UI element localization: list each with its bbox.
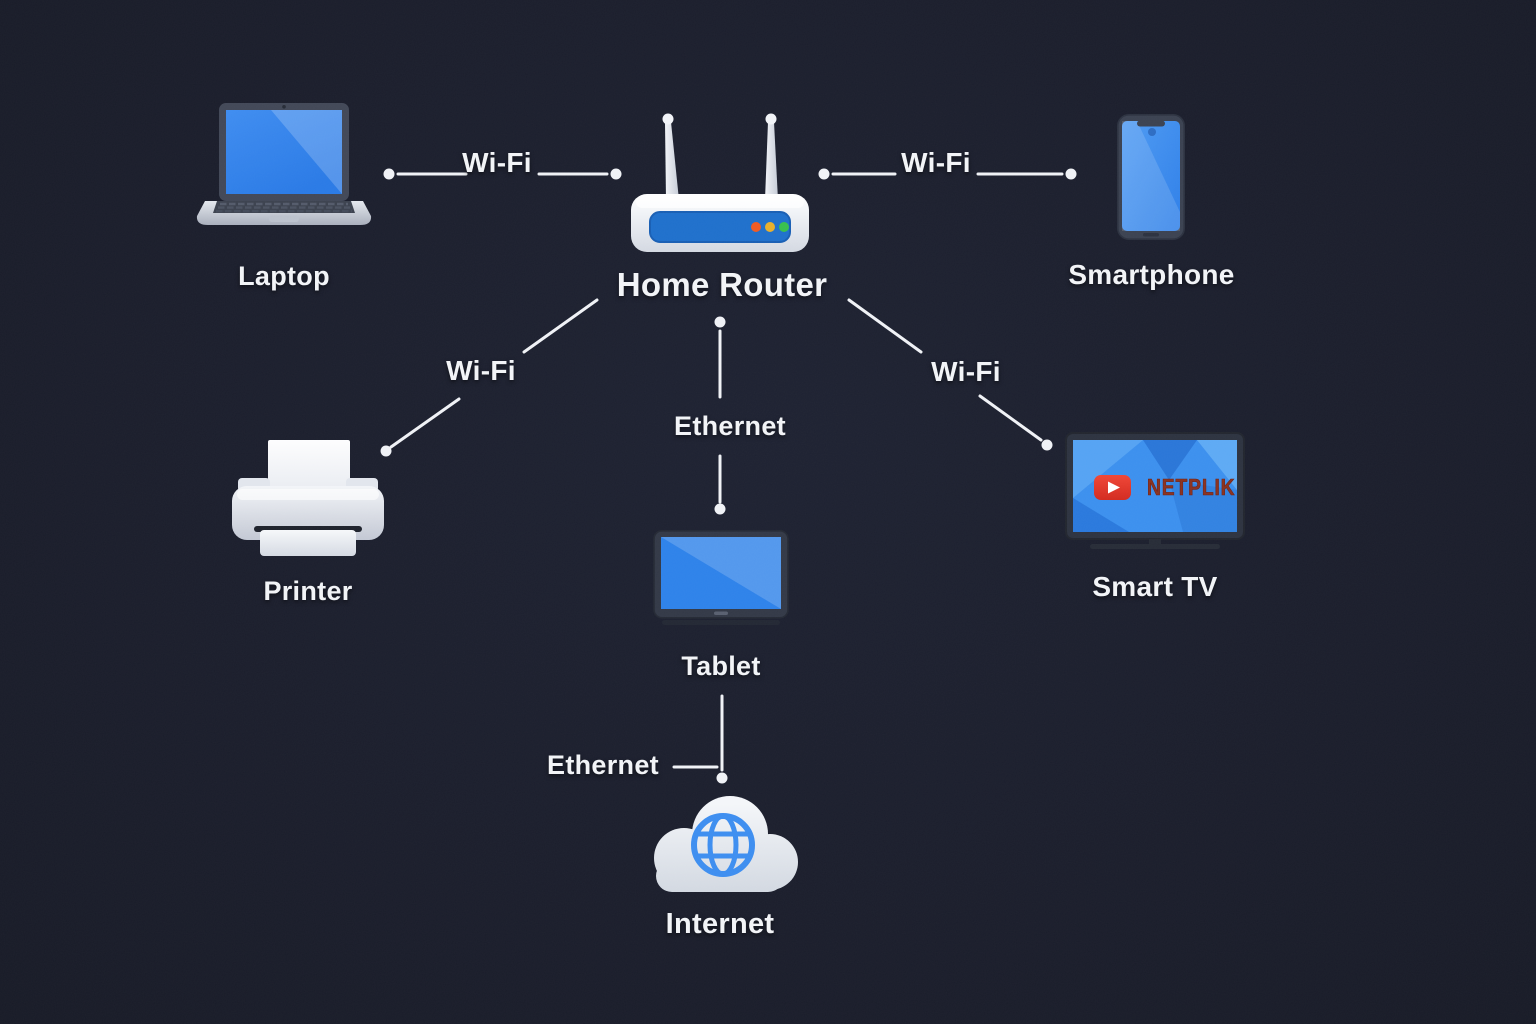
router-antenna xyxy=(665,122,679,200)
link-endpoint-dot xyxy=(714,316,726,328)
link-endpoint-dot xyxy=(818,168,830,180)
laptop-trackpad xyxy=(269,215,299,222)
router-icon xyxy=(631,113,809,252)
tablet-icon xyxy=(653,530,789,625)
smartphone-label: Smartphone xyxy=(1068,259,1235,290)
connection-label-ethernet-tablet-internet: Ethernet xyxy=(547,750,659,780)
smartphone-camera-dot xyxy=(1148,128,1156,136)
router-led xyxy=(751,222,761,232)
link-line xyxy=(847,298,923,354)
internet-cloud-icon xyxy=(654,796,798,892)
smartphone-icon xyxy=(1117,114,1185,240)
link-endpoint-dot xyxy=(610,168,622,180)
printer-paper xyxy=(268,440,350,492)
link-endpoint-dot xyxy=(714,503,726,515)
router-led xyxy=(779,222,789,232)
smartphone-port xyxy=(1143,233,1159,237)
smart-tv-label: Smart TV xyxy=(1092,571,1218,602)
laptop-icon xyxy=(196,103,372,225)
printer-output-tray xyxy=(260,530,356,556)
smartphone-notch xyxy=(1137,120,1165,127)
router-led xyxy=(765,222,775,232)
router-antenna-tip xyxy=(765,113,777,125)
connection-label-wifi-router-smartphone: Wi-Fi xyxy=(901,147,971,178)
netplik-logo: NETPLIK xyxy=(1147,475,1235,501)
internet-label: Internet xyxy=(665,908,775,940)
link-endpoint-dot xyxy=(716,772,728,784)
router-antenna xyxy=(765,122,778,200)
link-endpoint-dot xyxy=(1041,439,1053,451)
connection-label-ethernet-router-tablet: Ethernet xyxy=(674,411,786,441)
connection-label-wifi-router-smart-tv: Wi-Fi xyxy=(931,356,1001,387)
link-tablet-internet xyxy=(672,694,728,784)
link-endpoint-dot xyxy=(1065,168,1077,180)
tablet-base-bar xyxy=(662,620,780,625)
printer-icon xyxy=(232,440,384,556)
link-line xyxy=(389,397,461,449)
tablet-label: Tablet xyxy=(681,651,761,681)
router-antenna-tip xyxy=(662,113,674,125)
laptop-label: Laptop xyxy=(238,261,330,291)
printer-body-highlight xyxy=(237,489,379,500)
link-line xyxy=(978,394,1043,442)
cloud-shape xyxy=(654,796,798,892)
smart-tv-icon: NETPLIK xyxy=(1065,432,1245,549)
router-body-highlight xyxy=(636,196,804,208)
link-line xyxy=(522,298,599,354)
link-endpoint-dot xyxy=(383,168,395,180)
laptop-camera-dot xyxy=(282,105,286,109)
connection-label-wifi-laptop-router: Wi-Fi xyxy=(462,147,532,178)
connection-label-wifi-router-printer: Wi-Fi xyxy=(446,355,516,386)
tablet-button xyxy=(714,611,728,615)
netplik-logo-text: NETPLIK xyxy=(1147,476,1235,501)
tv-stand-bar xyxy=(1090,544,1220,549)
router-label: Home Router xyxy=(616,266,828,303)
printer-label: Printer xyxy=(263,576,353,606)
